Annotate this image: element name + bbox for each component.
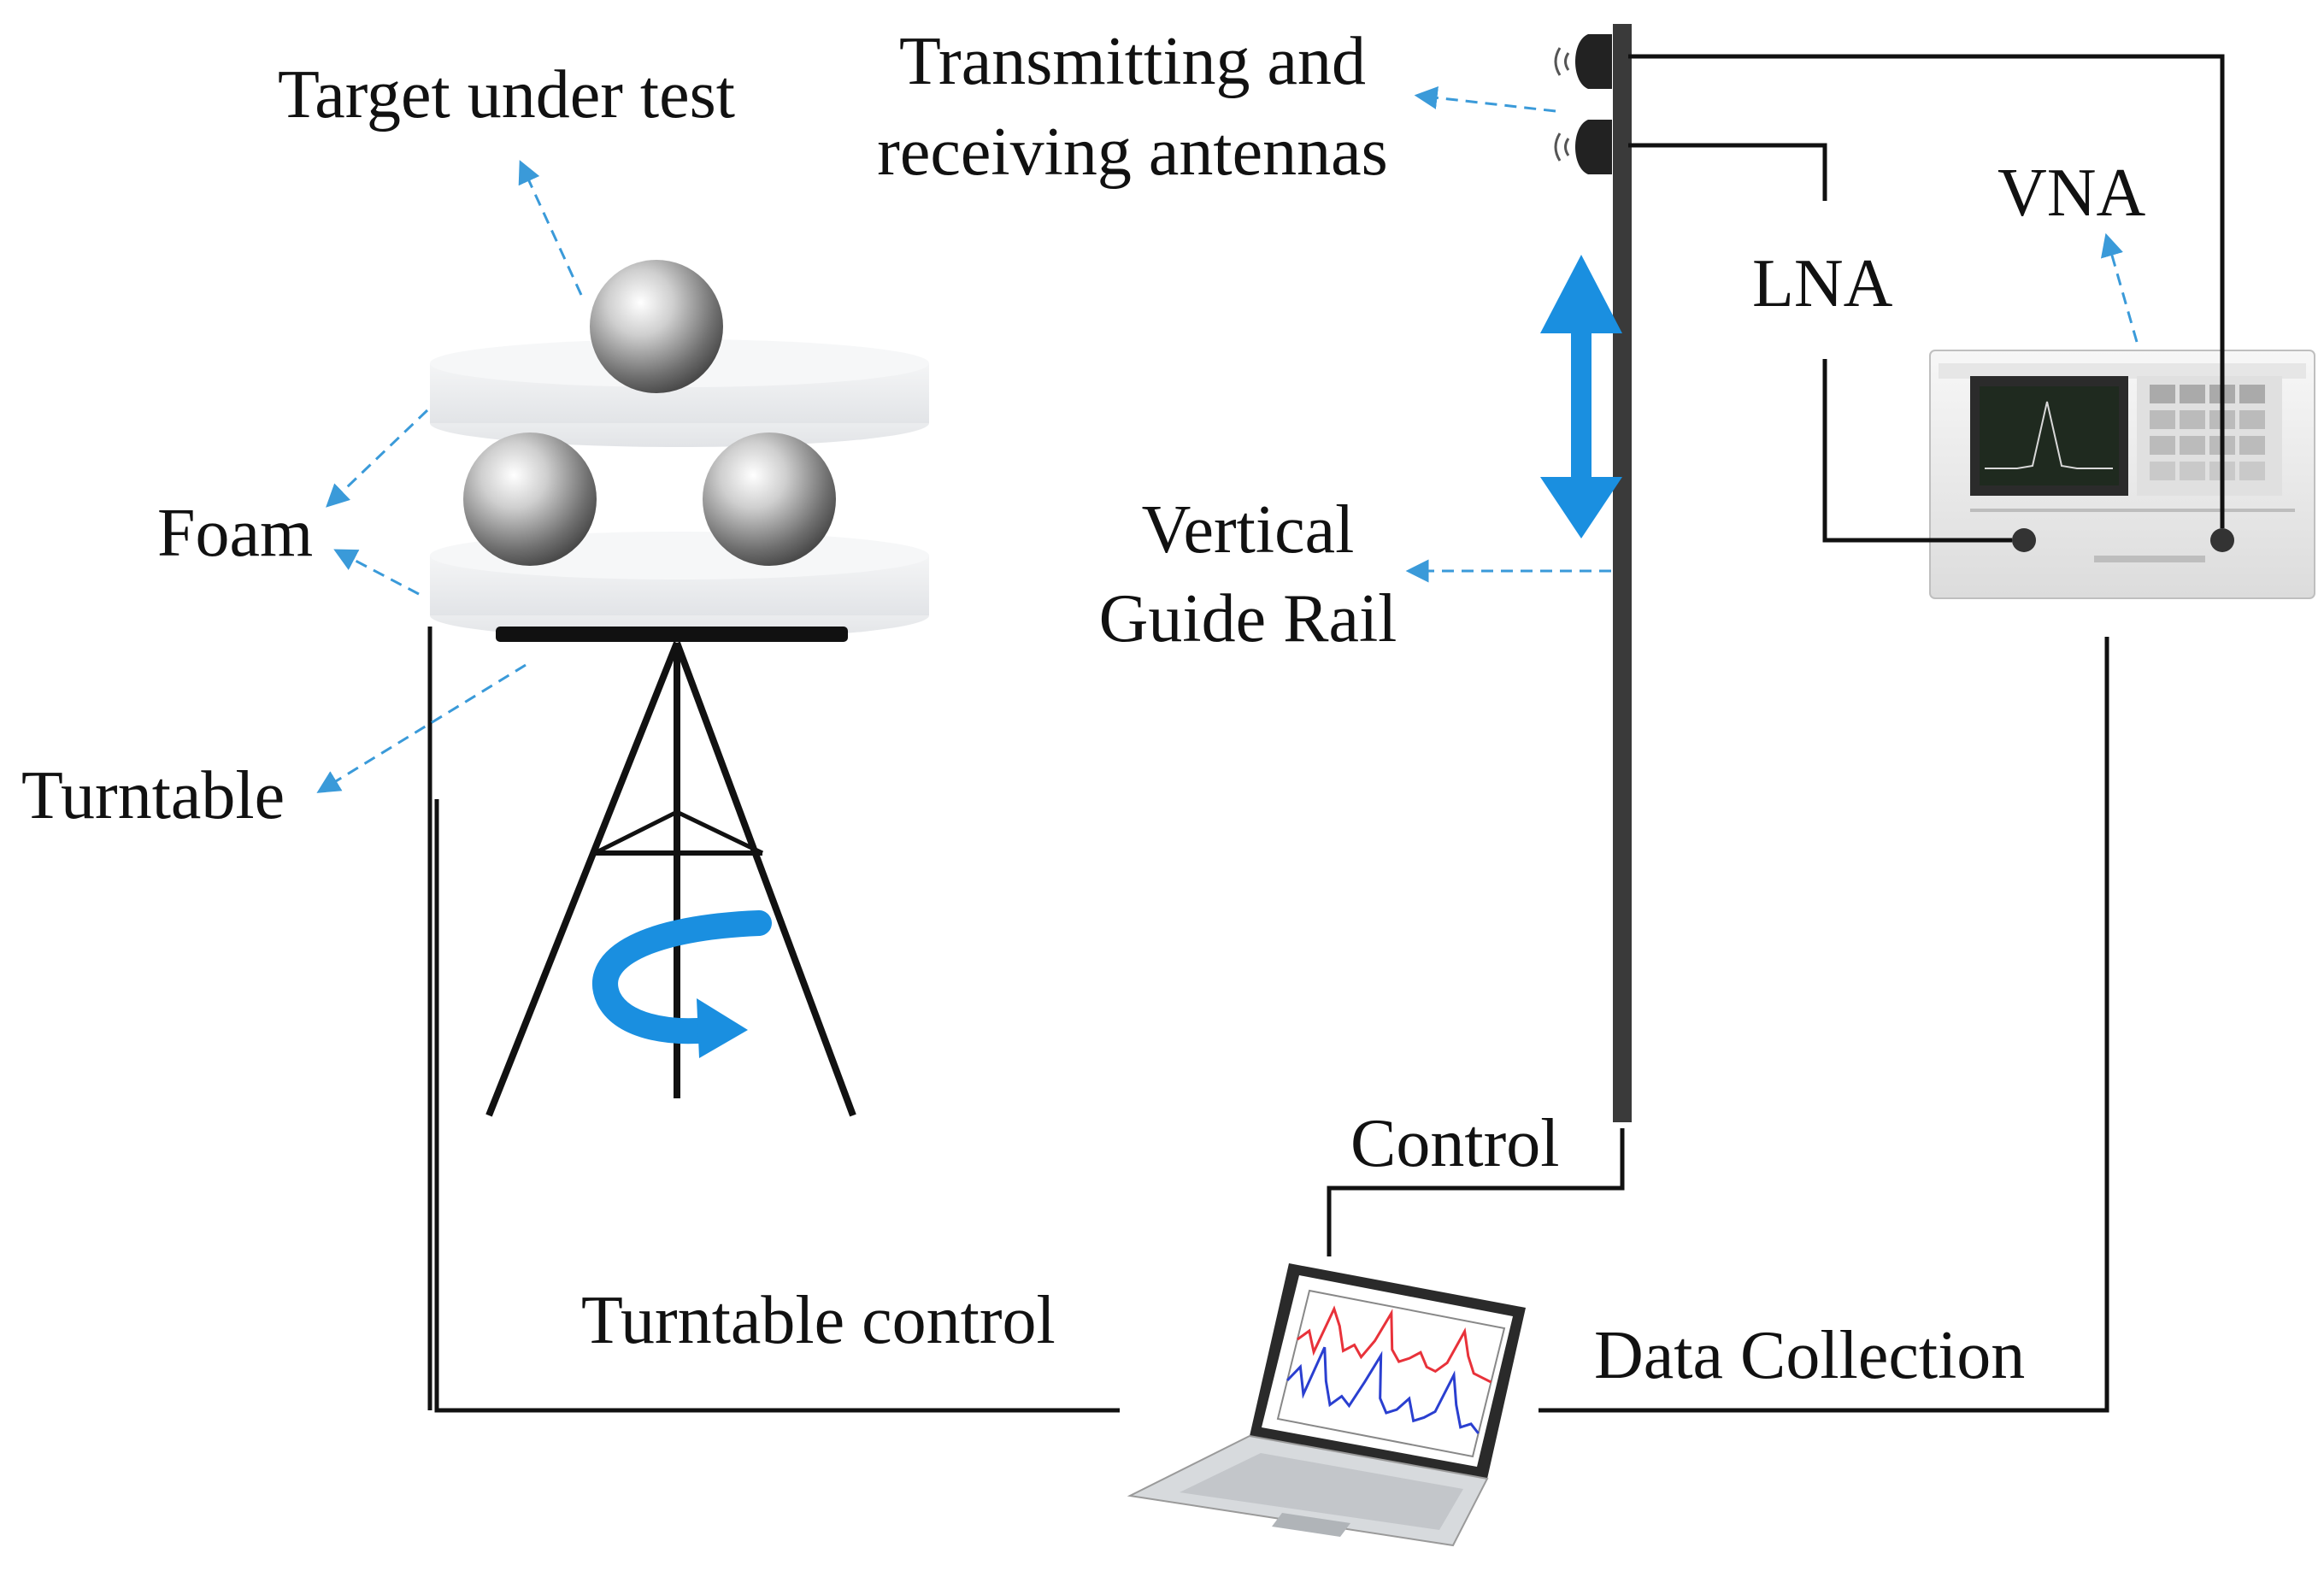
label-turntable-control: Turntable control: [581, 1283, 1056, 1358]
laptop-screen-chart: [1276, 1289, 1506, 1458]
receive-antenna-icon: [1554, 120, 1612, 174]
label-antennas-line1: Transmitting and: [899, 24, 1366, 99]
label-antennas-line2: receiving antennas: [877, 115, 1388, 190]
vertical-motion-arrow-icon: [1540, 255, 1622, 538]
vna-port-1: [2012, 528, 2036, 552]
foam-top-disc: [430, 339, 929, 447]
label-target-under-test: Target under test: [278, 57, 735, 132]
screen-chart-frame: [1276, 1289, 1506, 1458]
target-sphere-top: [590, 260, 723, 393]
leader-foam-bottom: [333, 549, 420, 596]
label-foam: Foam: [157, 496, 314, 571]
vna-instrument: [1929, 350, 2315, 599]
leader-foam-top: [326, 409, 429, 508]
leader-target: [518, 160, 583, 296]
label-data-collection: Data Collection: [1594, 1318, 2026, 1393]
target-sphere-left: [463, 432, 597, 566]
cables: [427, 54, 2225, 1413]
turntable-tripod: [485, 627, 856, 1117]
rotation-arrow-icon: [592, 910, 772, 1058]
label-control: Control: [1350, 1106, 1560, 1181]
leader-arrows: [316, 85, 2139, 793]
screen-chart-series-1: [1297, 1305, 1492, 1384]
leader-antennas: [1414, 85, 1556, 113]
screen-chart-series-2: [1286, 1346, 1480, 1434]
leader-vna: [2100, 232, 2139, 343]
label-turntable: Turntable: [21, 758, 285, 833]
laptop: [1127, 1263, 1526, 1547]
label-rail-line2: Guide Rail: [1098, 581, 1397, 656]
vertical-guide-rail: [1613, 24, 1632, 1122]
leader-turntable: [316, 663, 527, 793]
vna-port-2: [2210, 528, 2234, 552]
label-rail-line1: Vertical: [1141, 492, 1355, 568]
label-vna: VNA: [1997, 156, 2146, 231]
label-lna: LNA: [1752, 246, 1893, 321]
target-sphere-right: [703, 432, 836, 566]
transmit-antenna-icon: [1554, 34, 1612, 89]
